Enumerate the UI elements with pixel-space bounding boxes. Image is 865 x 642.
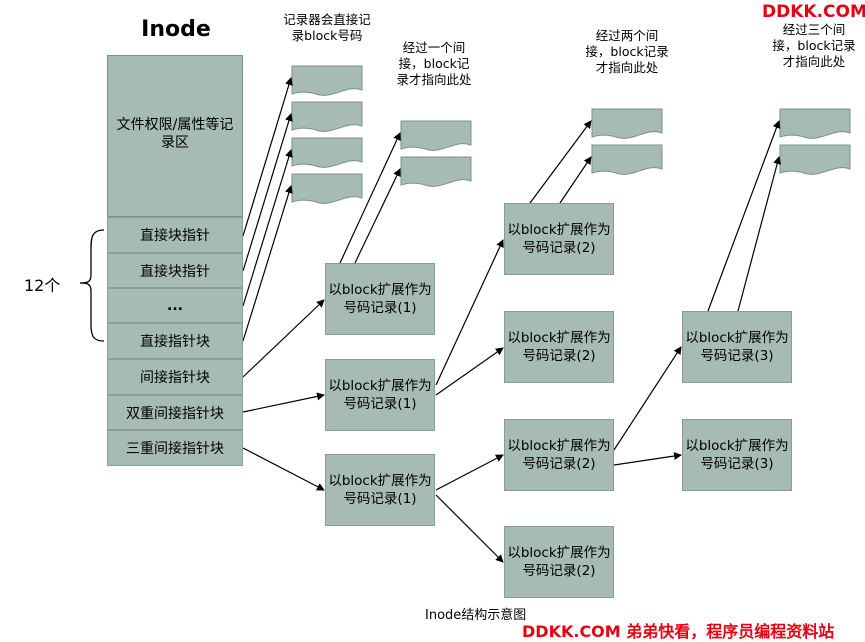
- note-direct: 记录器会直接记录block号码: [283, 12, 371, 43]
- arrows: [242, 77, 782, 563]
- brace: [79, 229, 105, 342]
- watermark-top: DDKK.COM: [762, 2, 865, 22]
- diagram-caption: Inode结构示意图: [425, 608, 527, 623]
- brace-label: 12个: [24, 276, 61, 295]
- direct-pointer-1: 直接块指针: [107, 217, 243, 253]
- double-indirect-pointer-block: 双重间接指针块: [107, 395, 243, 430]
- permissions-area-label: 文件权限/属性等记录区: [116, 117, 234, 151]
- ext-box-l2-top: 以block扩展作为号码记录(2): [504, 203, 614, 275]
- three-level-data-block-1: [779, 108, 851, 139]
- ext-box-double-l1: 以block扩展作为号码记录(1): [325, 359, 435, 431]
- direct-data-block-2: [291, 101, 363, 132]
- two-level-data-block-2: [591, 144, 663, 175]
- triple-indirect-pointer-block: 三重间接指针块: [107, 430, 243, 466]
- ext-box-triple-l1: 以block扩展作为号码记录(1): [325, 454, 435, 526]
- direct-data-block-4: [291, 173, 363, 204]
- ext-box-l2-mid: 以block扩展作为号码记录(2): [504, 311, 614, 383]
- ext-box-indirect-l1: 以block扩展作为号码记录(1): [325, 263, 435, 335]
- inode-title: Inode: [141, 17, 211, 42]
- one-level-data-block-1: [400, 120, 472, 151]
- one-level-data-block-2: [400, 156, 472, 187]
- indirect-pointer-block: 间接指针块: [107, 359, 243, 395]
- direct-pointer-ellipsis: ...: [107, 288, 243, 323]
- note-two-level: 经过两个间接，block记录才指向此处: [585, 28, 669, 75]
- ext-box-l3-bottom: 以block扩展作为号码记录(3): [682, 419, 792, 491]
- three-level-data-block-2: [779, 144, 851, 175]
- direct-data-block-1: [291, 65, 363, 96]
- ext-box-l3-top: 以block扩展作为号码记录(3): [682, 311, 792, 383]
- ext-box-l2-bottom: 以block扩展作为号码记录(2): [504, 526, 614, 598]
- permissions-area: 文件权限/属性等记录区: [107, 55, 243, 217]
- direct-pointer-2: 直接块指针: [107, 253, 243, 288]
- note-three-level: 经过三个间接，block记录才指向此处: [772, 22, 856, 69]
- watermark-bottom: DDKK.COM 弟弟快看，程序员编程资料站: [522, 622, 835, 641]
- note-one-level: 经过一个间接，block记录才指向此处: [396, 40, 472, 87]
- ext-box-l2-lower: 以block扩展作为号码记录(2): [504, 419, 614, 491]
- two-level-data-block-1: [591, 108, 663, 139]
- direct-pointer-block: 直接指针块: [107, 323, 243, 359]
- direct-data-block-3: [291, 137, 363, 168]
